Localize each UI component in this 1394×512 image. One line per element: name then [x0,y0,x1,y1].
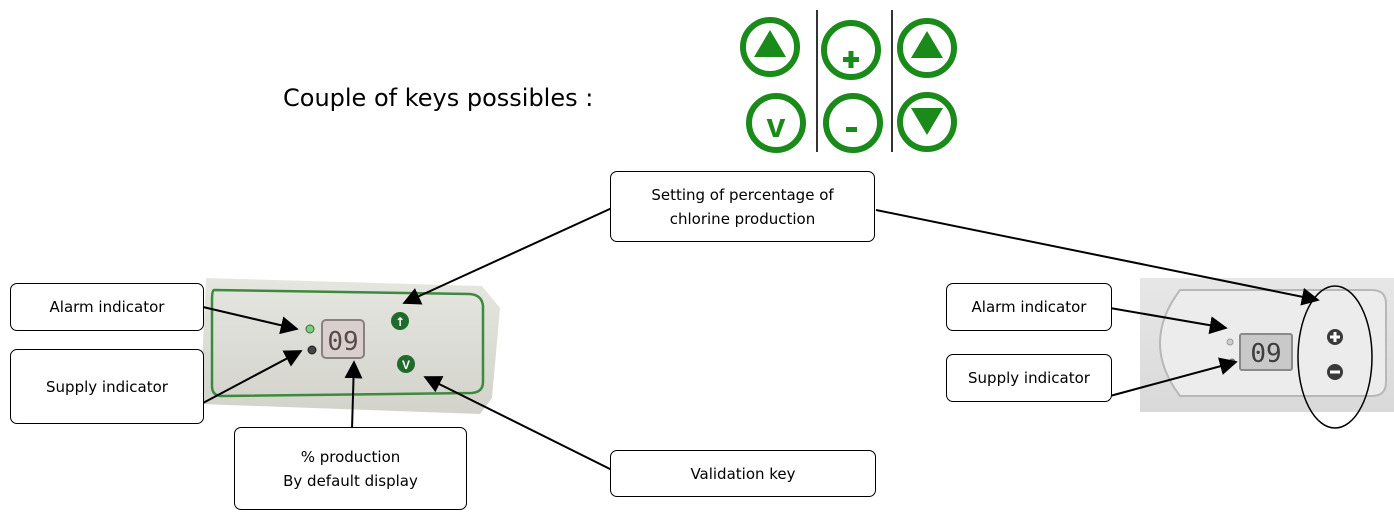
callout-supply-indicator-left: Supply indicator [10,349,204,424]
v-key-icon: v [746,93,806,153]
v-key-label: v [767,107,786,145]
minus-key-icon [823,93,883,153]
down-arrow-key-icon [897,92,957,152]
left-display-digits: 09 [327,327,358,357]
right-control-panel: 09 [1140,278,1394,412]
alarm-led [1226,338,1234,346]
key-pairs-grid: v [740,10,957,153]
up-key-glyph: ↑ [395,315,405,329]
callout-supply-left-text: Supply indicator [46,377,168,396]
callout-setting-line1: Setting of percentage of [651,185,834,204]
up-key-button [391,312,409,330]
keys-heading: Couple of keys possibles : [283,84,594,112]
callout-supply-right-text: Supply indicator [968,369,1090,387]
callout-alarm-right-text: Alarm indicator [971,298,1087,316]
v-key-button [397,355,415,373]
v-key-glyph: V [402,358,410,372]
alarm-led [305,324,315,334]
right-display-digits: 09 [1250,339,1281,369]
plus-key-icon [821,20,881,80]
up-arrow-key-icon [897,18,957,78]
callout-production-line2: By default display [283,471,418,490]
up-arrow-key-icon [740,17,800,77]
callout-validation-key: Validation key [610,450,876,497]
callout-validation-text: Validation key [690,464,796,483]
callout-production-display: % production By default display [234,427,467,510]
supply-led [307,345,317,355]
callout-alarm-indicator-right: Alarm indicator [946,283,1112,331]
callout-setting-chlorine: Setting of percentage of chlorine produc… [610,171,875,242]
callout-alarm-left-text: Alarm indicator [49,298,165,316]
callout-setting-line2: chlorine production [669,209,816,228]
callout-supply-indicator-right: Supply indicator [946,354,1112,402]
left-control-panel: 09 ↑ V [200,278,500,414]
supply-led [1228,358,1236,366]
callout-alarm-indicator-left: Alarm indicator [10,283,204,331]
callout-production-line1: % production [300,447,401,466]
